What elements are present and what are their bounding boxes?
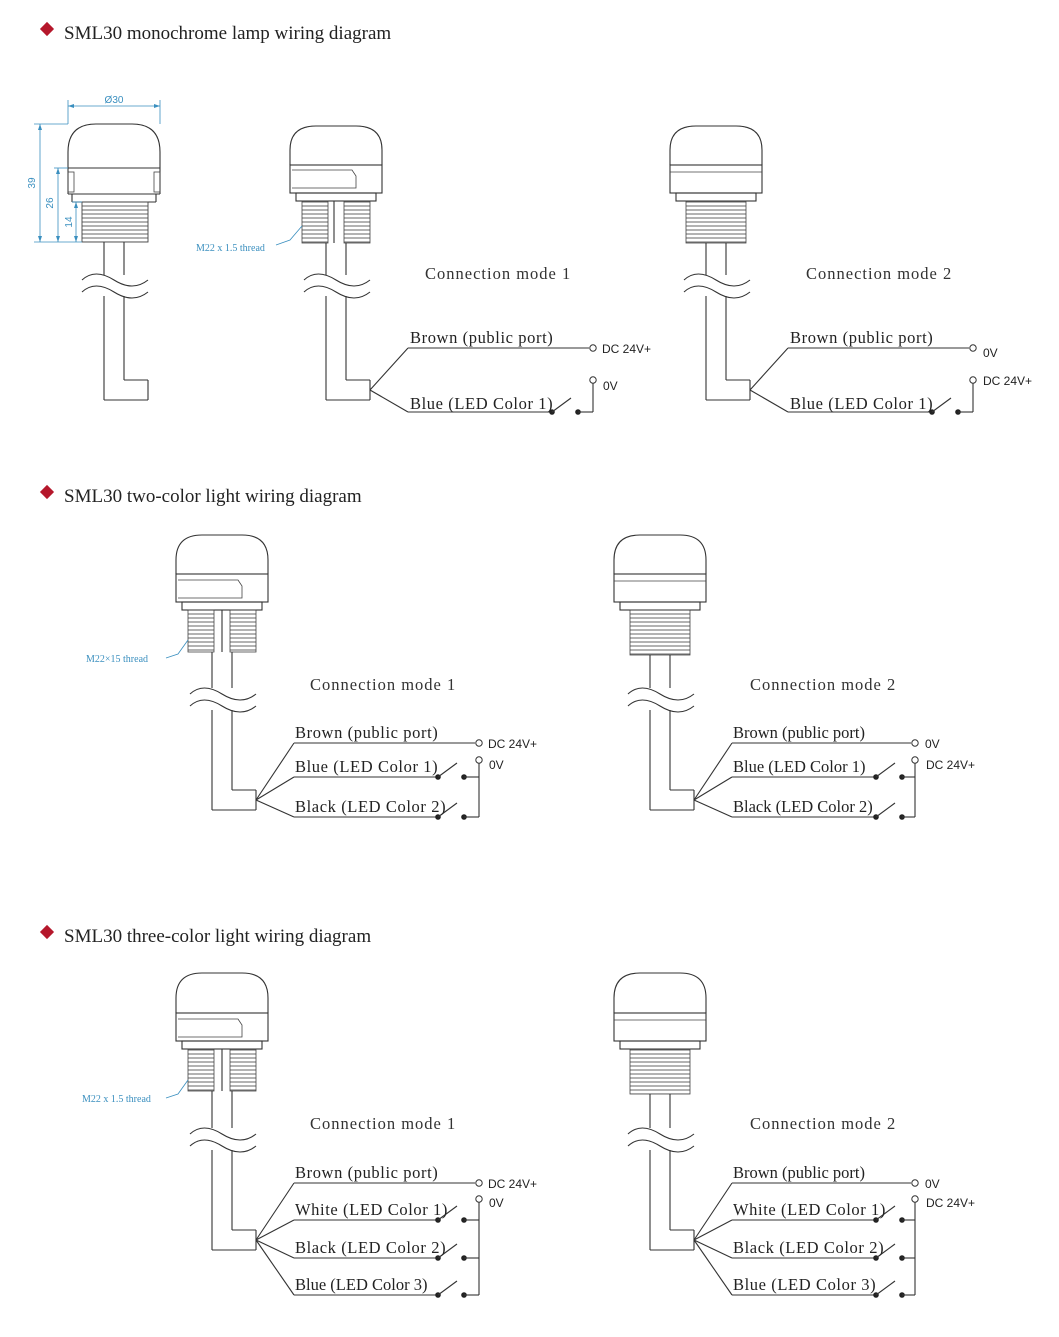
section-title: SML30 three-color light wiring diagram xyxy=(64,926,371,947)
thread-label: M22×15 thread xyxy=(86,654,148,665)
lamp-mode2 xyxy=(669,125,763,401)
section-two-color: SML30 two-color light wiring diagram M22… xyxy=(39,484,975,820)
wiring-mode2: Brown (public port) Blue (LED Color 1) 0… xyxy=(749,328,1032,415)
terminal-label: 0V xyxy=(603,379,618,393)
section-bullet-icon xyxy=(39,924,55,940)
section-title: SML30 monochrome lamp wiring diagram xyxy=(64,23,391,44)
wiring-mode1: Brown (public port) White (LED Color 1) … xyxy=(255,1163,537,1298)
wiring-mode2: Brown (public port) Blue (LED Color 1) B… xyxy=(693,723,975,820)
wire-label: Blue (LED Color 1) xyxy=(790,394,933,413)
mode-title: Connection mode 1 xyxy=(310,675,456,694)
wire-label: Blue (LED Color 3) xyxy=(295,1275,427,1294)
wire-label: Black (LED Color 2) xyxy=(295,797,446,816)
dimension-height-cap: 26 xyxy=(45,197,56,209)
section-bullet-icon xyxy=(39,21,55,37)
wiring-mode2: Brown (public port) White (LED Color 1) … xyxy=(693,1163,975,1298)
wire-label: Brown (public port) xyxy=(790,328,933,347)
dimension-diameter: Ø30 xyxy=(105,95,124,106)
mode-title: Connection mode 2 xyxy=(806,264,952,283)
mode-title: Connection mode 1 xyxy=(310,1114,456,1133)
wire-label: Brown (public port) xyxy=(733,723,865,742)
dimension-lamp-drawing: Ø30 39 26 14 xyxy=(27,95,161,401)
lamp-mode2 xyxy=(613,972,707,1251)
terminal-label: 0V xyxy=(983,346,998,360)
wiring-mode1: Brown (public port) Blue (LED Color 1) D… xyxy=(369,328,651,415)
mode-title: Connection mode 2 xyxy=(750,1114,896,1133)
terminal-label: 0V xyxy=(925,737,940,751)
terminal-label: DC 24V+ xyxy=(602,342,651,356)
lamp-mode1: M22 x 1.5 thread xyxy=(82,972,269,1251)
dimension-height-thread: 14 xyxy=(64,216,75,228)
lamp-mode1: M22×15 thread xyxy=(86,534,269,811)
thread-label: M22 x 1.5 thread xyxy=(82,1094,151,1105)
terminal-label: DC 24V+ xyxy=(488,737,537,751)
terminal-label: 0V xyxy=(925,1177,940,1191)
section-bullet-icon xyxy=(39,484,55,500)
section-monochrome: SML30 monochrome lamp wiring diagram xyxy=(27,21,1032,415)
terminal-label: 0V xyxy=(489,758,504,772)
wire-label: White (LED Color 1) xyxy=(295,1200,448,1219)
wiring-mode1: Brown (public port) Blue (LED Color 1) B… xyxy=(255,723,537,820)
wire-label: Brown (public port) xyxy=(733,1163,865,1182)
mode-title: Connection mode 1 xyxy=(425,264,571,283)
terminal-label: DC 24V+ xyxy=(983,374,1032,388)
wire-label: Black (LED Color 2) xyxy=(295,1238,446,1257)
lamp-mode1: M22 x 1.5 thread xyxy=(196,125,383,401)
terminal-label: DC 24V+ xyxy=(488,1177,537,1191)
terminal-label: DC 24V+ xyxy=(926,1196,975,1210)
section-three-color: SML30 three-color light wiring diagram M… xyxy=(39,924,975,1298)
wire-label: Blue (LED Color 3) xyxy=(733,1275,876,1294)
wire-label: Brown (public port) xyxy=(295,723,438,742)
thread-label: M22 x 1.5 thread xyxy=(196,243,265,254)
section-title: SML30 two-color light wiring diagram xyxy=(64,486,362,507)
wire-label: Blue (LED Color 1) xyxy=(295,757,438,776)
wire-label: White (LED Color 1) xyxy=(733,1200,886,1219)
terminal-label: 0V xyxy=(489,1196,504,1210)
wire-label: Black (LED Color 2) xyxy=(733,1238,884,1257)
wire-label: Black (LED Color 2) xyxy=(733,797,873,816)
dimension-height-total: 39 xyxy=(27,177,38,189)
terminal-label: DC 24V+ xyxy=(926,758,975,772)
wire-label: Blue (LED Color 1) xyxy=(410,394,553,413)
lamp-mode2 xyxy=(613,534,707,811)
wire-label: Brown (public port) xyxy=(295,1163,438,1182)
wire-label: Brown (public port) xyxy=(410,328,553,347)
mode-title: Connection mode 2 xyxy=(750,675,896,694)
wire-label: Blue (LED Color 1) xyxy=(733,757,865,776)
